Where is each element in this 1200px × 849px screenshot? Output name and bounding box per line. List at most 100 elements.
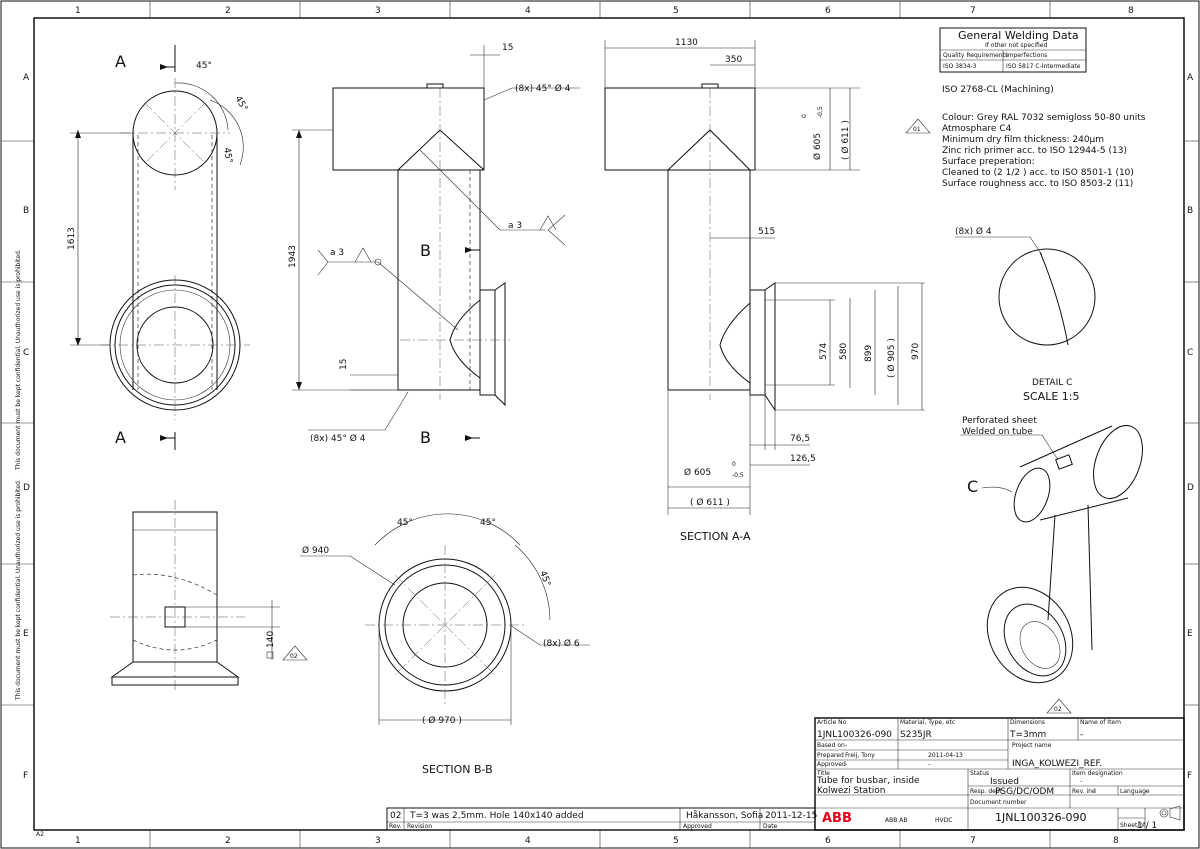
col-label: 5 [673,836,679,846]
holes-bottom-callout: (8x) 45° Ø 4 [310,433,366,444]
section-b-b: 45° 45° 45° Ø 940 (8x) Ø 6 ( Ø 970 ) SEC… [300,513,590,776]
title-block: Article No 1JNL100326-090 Material, Type… [814,717,1185,831]
revision-hdr: Approved [683,823,712,830]
dim-605-tol: -0,5 [732,472,744,479]
welding-table: General Welding Data If other not specif… [939,27,1087,73]
view-label-b: B [420,241,431,260]
angle-label: 45° [537,570,552,588]
tb-label: Approved [817,761,846,768]
abb-logo: ABB [822,811,852,826]
dim-350: 350 [725,55,742,65]
dim-970-bb: ( Ø 970 ) [422,715,462,726]
dim-1943: 1943 [288,245,298,268]
dim-76-5: 76,5 [790,434,810,444]
note-line: Surface roughness acc. to ISO 8503-2 (11… [942,179,1133,189]
row-label: A [23,73,30,83]
col-label: 1 [75,836,81,846]
tb-doc-number: 1JNL100326-090 [995,811,1087,824]
perforated-note: Welded on tube [962,427,1033,437]
tb-prepared-date: 2011-04-13 [928,752,963,759]
section-aa-title: SECTION A-A [680,530,751,543]
dim-905: ( Ø 905 ) [886,338,897,378]
row-label: C [1187,348,1193,358]
dim-15-side: 15 [339,359,349,370]
tb-label: Article No [817,719,847,726]
angle-label: 45° [480,518,496,528]
dim-574: 574 [819,343,829,360]
view-label-a: A [115,52,126,71]
welding-col2: Imperfections [1006,52,1047,59]
tb-resp-dept: PSG/DC/ODM [995,787,1054,797]
col-label: 6 [825,836,831,846]
welding-col1: Quality Requirements [943,52,1008,59]
dim-515: 515 [758,227,775,237]
row-label: B [1187,206,1193,216]
detail-c-marker: C [967,477,978,496]
tb-project-name: INGA_KOLWEZI_REF. [1012,759,1102,769]
tb-title: Tube for busbar, inside [816,776,920,786]
revision-text: T=3 was 2,5mm. Hole 140x140 added [409,811,584,821]
row-label: F [1187,771,1192,781]
dim-126-5: 126,5 [790,454,816,464]
row-label: D [23,483,30,493]
note-machining: ISO 2768-CL (Machining) [942,85,1054,95]
revision-hdr: Rev. [389,823,402,830]
tb-approved: - [845,761,847,768]
col-label: 5 [673,6,679,16]
col-label: 8 [1113,836,1119,846]
tb-label: Resp. dept [970,788,1003,795]
tb-rev-ind: - [1093,788,1095,795]
view-label-a: A [115,428,126,447]
projection-symbol-icon [1159,805,1181,821]
revision-hdr: Revision [407,823,432,830]
tb-division: HVDC [935,817,952,824]
note-line: Minimum dry film thickness: 240µm [942,135,1104,145]
tb-based-on: - [845,742,847,749]
tb-label: Material, Type, etc [900,719,955,726]
tag-02: 02 [290,653,298,660]
tb-label: Sheet/of [1120,822,1146,829]
dim-605-bottom: Ø 605 [684,467,711,478]
note-line: Atmosphare C4 [942,124,1012,134]
weld-symbol: a 3 [508,221,522,231]
perforated-note: Perforated sheet [962,416,1037,426]
row-label: A [1187,73,1194,83]
tb-label: Title [816,770,830,777]
angle-label: 45° [221,147,234,164]
view-a-top: A A 45° 45° 45° 1613 [67,45,250,450]
dim-605-tol: -0,5 [817,106,824,118]
col-label: 4 [525,6,531,16]
tb-label: Rev. ind [1072,788,1096,795]
tb-label: Name of Item [1080,719,1121,726]
section-bb-title: SECTION B-B [422,763,493,776]
tb-label: Prepared [817,752,844,759]
tb-prepared: Freij, Tony [845,752,875,759]
front-view: B B 1943 15 15 (8x) 45° Ø 4 (8x) 45° Ø 4… [288,43,580,447]
note-line: Surface preperation: [942,157,1035,167]
col-label: 7 [970,836,976,846]
revision-hdr: Date [763,823,778,830]
column-labels-bottom: 1 2 3 4 5 6 7 8 A2 [36,831,1119,846]
tag-01: 01 [913,126,921,133]
row-label: F [23,771,28,781]
side-note: This document must be kept confidential.… [15,249,22,471]
col-label: 1 [75,6,81,16]
col-label: 4 [525,836,531,846]
tb-label: Document number [970,799,1027,806]
row-label: B [23,206,29,216]
dim-940: Ø 940 [302,545,329,556]
note-line: Cleaned to (2 1/2 ) acc. to ISO 8501-1 (… [942,168,1134,178]
tb-language: - [1145,788,1147,795]
revision-rev: 02 [390,811,401,821]
dim-611-bottom: ( Ø 611 ) [690,497,730,508]
tb-label: Status [970,770,989,777]
holes-detail-callout: (8x) Ø 4 [955,226,992,237]
angle-label: 45° [397,518,413,528]
tb-company-unit: ABB AB [885,817,907,824]
col-label: 7 [970,6,976,16]
revision-table: 02 T=3 was 2,5mm. Hole 140x140 added Håk… [386,807,817,831]
dim-140: 140 [266,631,276,648]
dim-1130: 1130 [675,38,698,48]
side-note: This document must be kept confidential.… [15,479,22,701]
